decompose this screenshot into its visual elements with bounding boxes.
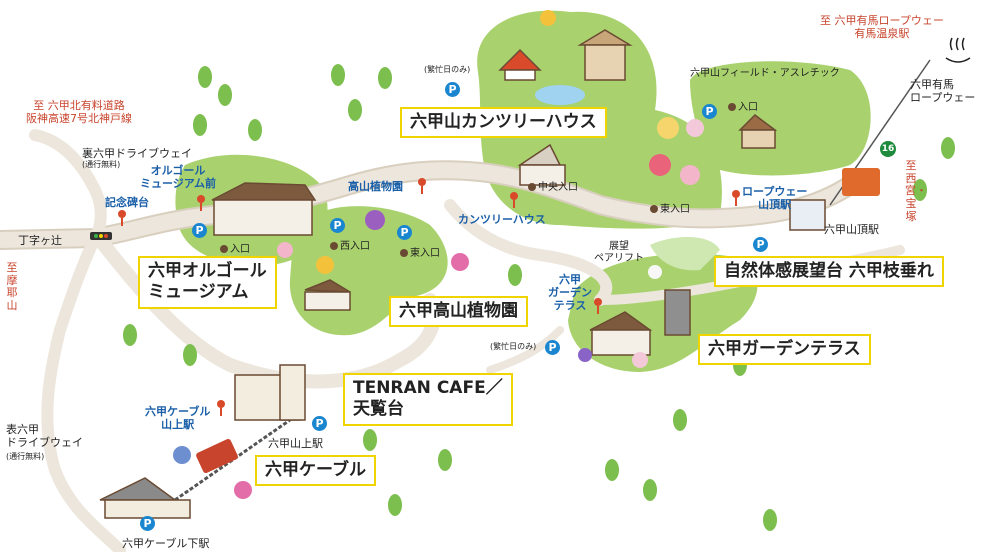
road-omote [41, 232, 126, 556]
stop-cable-upper[interactable]: 六甲ケーブル 山上駅 [145, 405, 211, 432]
cable-line [174, 418, 291, 502]
area-alpine-garden[interactable]: 六甲高山植物園 [389, 296, 528, 328]
entrance-west: 西入口 [330, 237, 370, 252]
label-field-athletic: 六甲山フィールド・アスレチック [690, 68, 840, 79]
entrance-center: 中央入口 [528, 178, 578, 193]
note-busy-days-2: (繁忙日のみ) [490, 342, 537, 351]
road-ura-drive: 裏六甲ドライブウェイ [82, 147, 192, 160]
stop-music-box[interactable]: オルゴール ミュージアム前 [140, 164, 217, 191]
area-tenran-cafe[interactable]: TENRAN CAFE／ 天覧台 [343, 373, 513, 426]
bus-stop-pin [197, 195, 205, 211]
stop-memorial[interactable]: 記念碑台 [105, 196, 149, 209]
entrance-country-east: 東入口 [650, 200, 690, 215]
entrance-east: 東入口 [400, 244, 440, 259]
direction-kita-toll: 至 六甲北有料道路 阪神高速7号北神戸線 [26, 99, 132, 126]
trees [123, 64, 955, 531]
area-country-house[interactable]: 六甲山カンツリーハウス [400, 107, 607, 139]
entrance-athletic: 入口 [728, 98, 758, 113]
direction-maya: 至摩耶山 [6, 261, 18, 312]
parking-icon[interactable]: P [702, 104, 717, 119]
stop-garden-terrace[interactable]: 六甲 ガーデン テラス [548, 273, 592, 313]
road-kita [29, 129, 107, 244]
area-garden-terrace[interactable]: 六甲ガーデンテラス [698, 334, 871, 366]
parking-icon[interactable]: P [192, 223, 207, 238]
label-observation-lift: 展望 ペアリフト [594, 241, 644, 264]
station-cable-upper: 六甲山上駅 [268, 437, 323, 450]
bus-stop-pin [510, 192, 518, 208]
road-omote-drive: 表六甲 ドライブウェイ [6, 423, 83, 450]
flowers [173, 10, 704, 499]
bus-stop-pin [418, 178, 426, 194]
bus-stop-pin [594, 298, 602, 314]
area-cable[interactable]: 六甲ケーブル [255, 455, 376, 487]
ropeway-car [842, 168, 880, 196]
road-ura-drive-note: (通行無料) [82, 160, 121, 169]
station-cable-lower: 六甲ケーブル下駅 [122, 537, 210, 550]
direction-arima-ropeway: 至 六甲有馬ロープウェー 有馬温泉駅 [820, 14, 944, 41]
parking-icon[interactable]: P [545, 340, 560, 355]
pond [535, 85, 585, 105]
road-omote-drive-note: (通行無料) [6, 452, 45, 461]
direction-nishinomiya: 至西宮・宝塚 [905, 159, 927, 223]
area-music-box-museum[interactable]: 六甲オルゴール ミュージアム [138, 256, 277, 309]
hot-spring-icon [945, 37, 971, 63]
parking-icon[interactable]: P [445, 82, 460, 97]
parking-icon[interactable]: P [330, 218, 345, 233]
bus-stop-pin [732, 190, 740, 206]
parking-icon[interactable]: P [140, 516, 155, 531]
observatory-area [650, 236, 720, 271]
area-nature-observatory[interactable]: 自然体感展望台 六甲枝垂れ [714, 256, 944, 288]
stop-ropeway-summit[interactable]: ロープウェー 山頂駅 [742, 185, 808, 212]
stop-alpine[interactable]: 高山植物園 [348, 180, 403, 193]
athletic-area [690, 61, 871, 176]
road-chojigatsuji: 丁字ヶ辻 [18, 234, 62, 247]
parking-icon[interactable]: P [753, 237, 768, 252]
entrance-museum: 入口 [220, 240, 250, 255]
station-arima-ropeway: 六甲有馬 ロープウェー [910, 78, 976, 105]
station-summit: 六甲山頂駅 [824, 223, 879, 236]
road-garden-loop [444, 199, 613, 306]
note-busy-days-1: (繁忙日のみ) [424, 65, 471, 74]
bus-stop-pin [118, 210, 126, 226]
cable-car [196, 438, 238, 474]
road-terrace [486, 326, 564, 374]
stop-country-house[interactable]: カンツリーハウス [458, 213, 546, 226]
buildings [99, 29, 826, 519]
parking-icon[interactable]: P [312, 416, 327, 431]
bus-stop-pin [217, 400, 225, 416]
route-16-badge: 16 [880, 141, 896, 157]
parking-icon[interactable]: P [397, 225, 412, 240]
